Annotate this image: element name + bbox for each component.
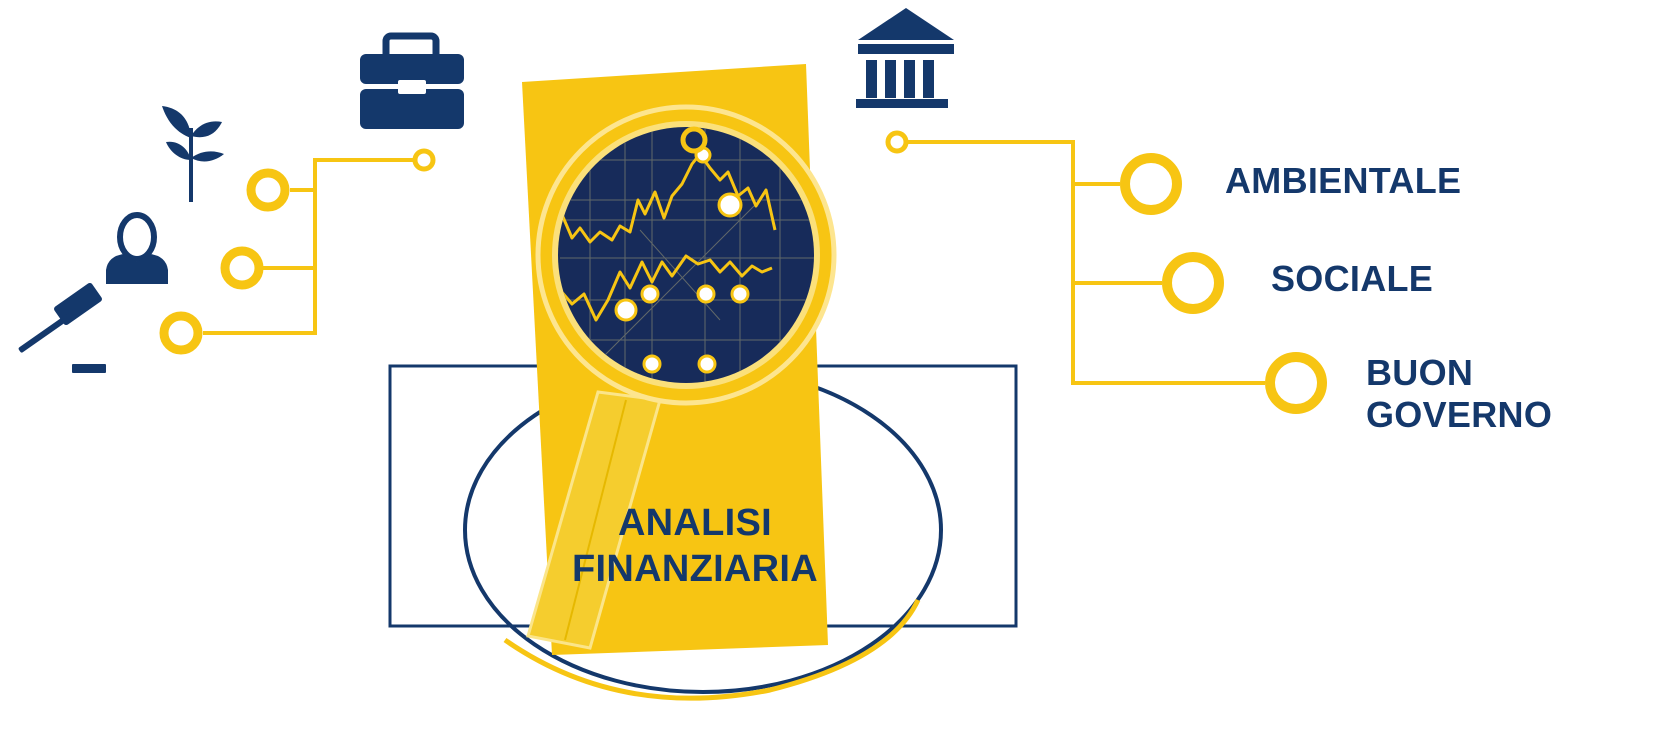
center-title-line-2: FINANZIARIA: [571, 548, 819, 590]
node-ambientale: [1120, 153, 1182, 215]
node-sociale: [1162, 252, 1224, 314]
gavel-icon: [18, 282, 106, 373]
branch-label-sociale: SOCIALE: [1271, 258, 1433, 300]
left-connector-nodes: [159, 148, 436, 355]
chart-points: [614, 146, 750, 374]
branch-label-ambientale: AMBIENTALE: [1225, 160, 1461, 202]
branch-label-buon-governo-line-2: GOVERNO: [1366, 394, 1553, 435]
briefcase-icon: [360, 32, 464, 129]
bank-icon: [856, 8, 954, 108]
branch-label-buon-governo-line-1: BUON: [1366, 352, 1474, 393]
branch-label-ambientale-text: AMBIENTALE: [1225, 160, 1462, 201]
left-connector-lines: [203, 158, 413, 335]
branch-label-buon-governo: BUON GOVERNO: [1366, 352, 1552, 436]
chart-icon: [558, 126, 814, 383]
right-connector-nodes: [885, 130, 1327, 414]
person-icon: [106, 212, 168, 284]
node-buon-governo: [1265, 352, 1327, 414]
center-title: ANALISI FINANZIARIA: [520, 500, 870, 592]
right-connector-lines: [906, 140, 1265, 385]
center-title-line-1: ANALISI: [617, 502, 773, 544]
plant-icon: [162, 106, 224, 202]
center-orbit-highlight: [503, 598, 921, 701]
lens-focus-marker: [680, 126, 708, 154]
branch-label-sociale-text: SOCIALE: [1271, 258, 1434, 299]
